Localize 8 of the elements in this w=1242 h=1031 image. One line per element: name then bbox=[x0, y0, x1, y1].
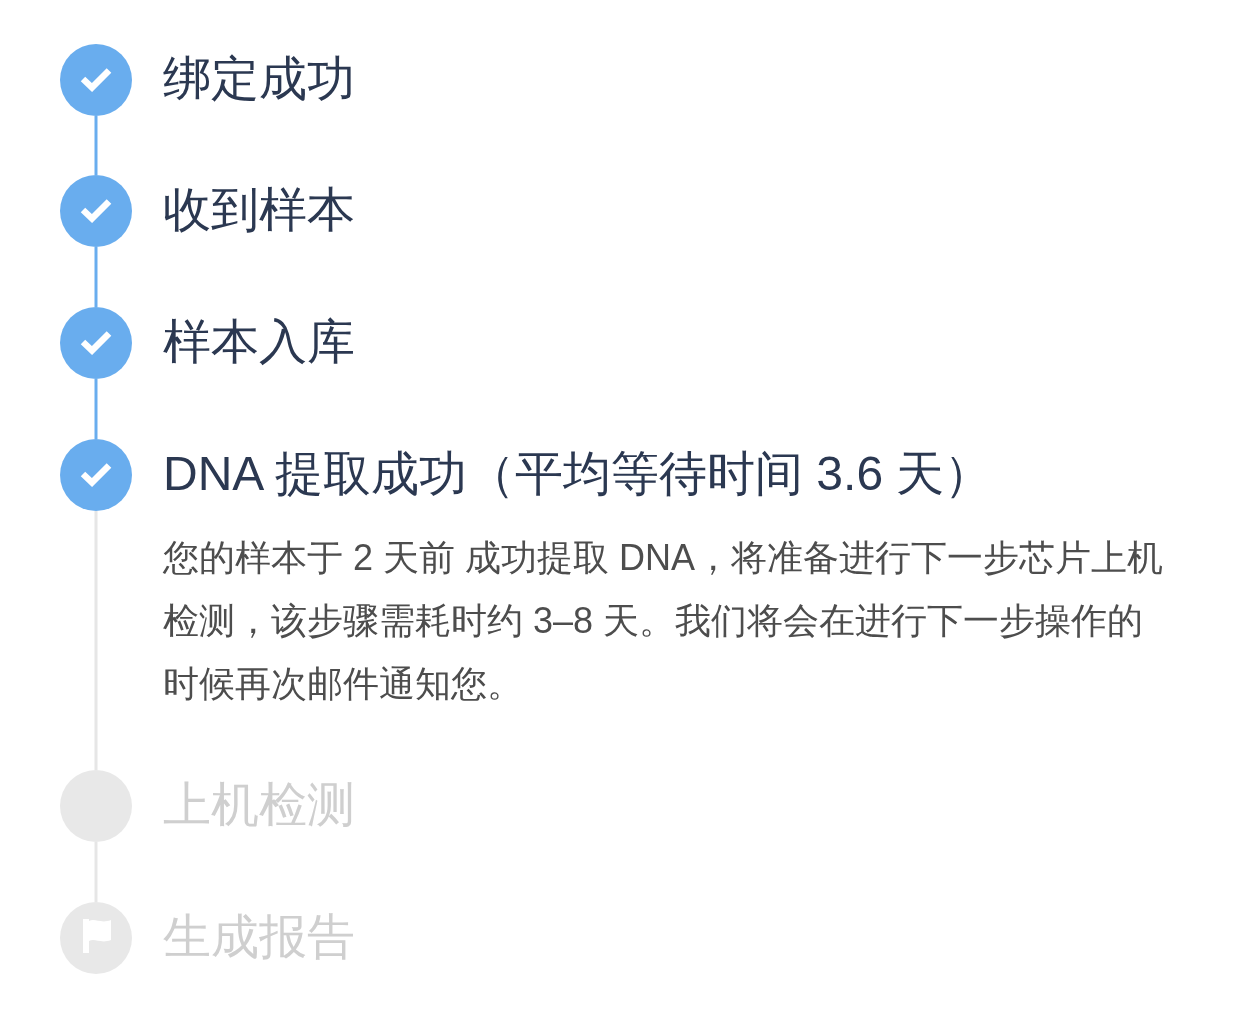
step-title: 样本入库 bbox=[163, 314, 355, 370]
step-title: 收到样本 bbox=[163, 182, 355, 238]
connector-line bbox=[94, 116, 98, 175]
connector-line bbox=[94, 247, 98, 307]
connector-line bbox=[94, 379, 98, 439]
step-title: DNA 提取成功（平均等待时间 3.6 天） bbox=[163, 446, 993, 502]
step-description: 您的样本于 2 天前 成功提取 DNA，将准备进行下一步芯片上机检测，该步骤需耗时约 3–8 天。我们将会在进行下一步操作的时候再次邮件通知您。 bbox=[163, 536, 1165, 706]
step-title: 绑定成功 bbox=[163, 51, 355, 107]
